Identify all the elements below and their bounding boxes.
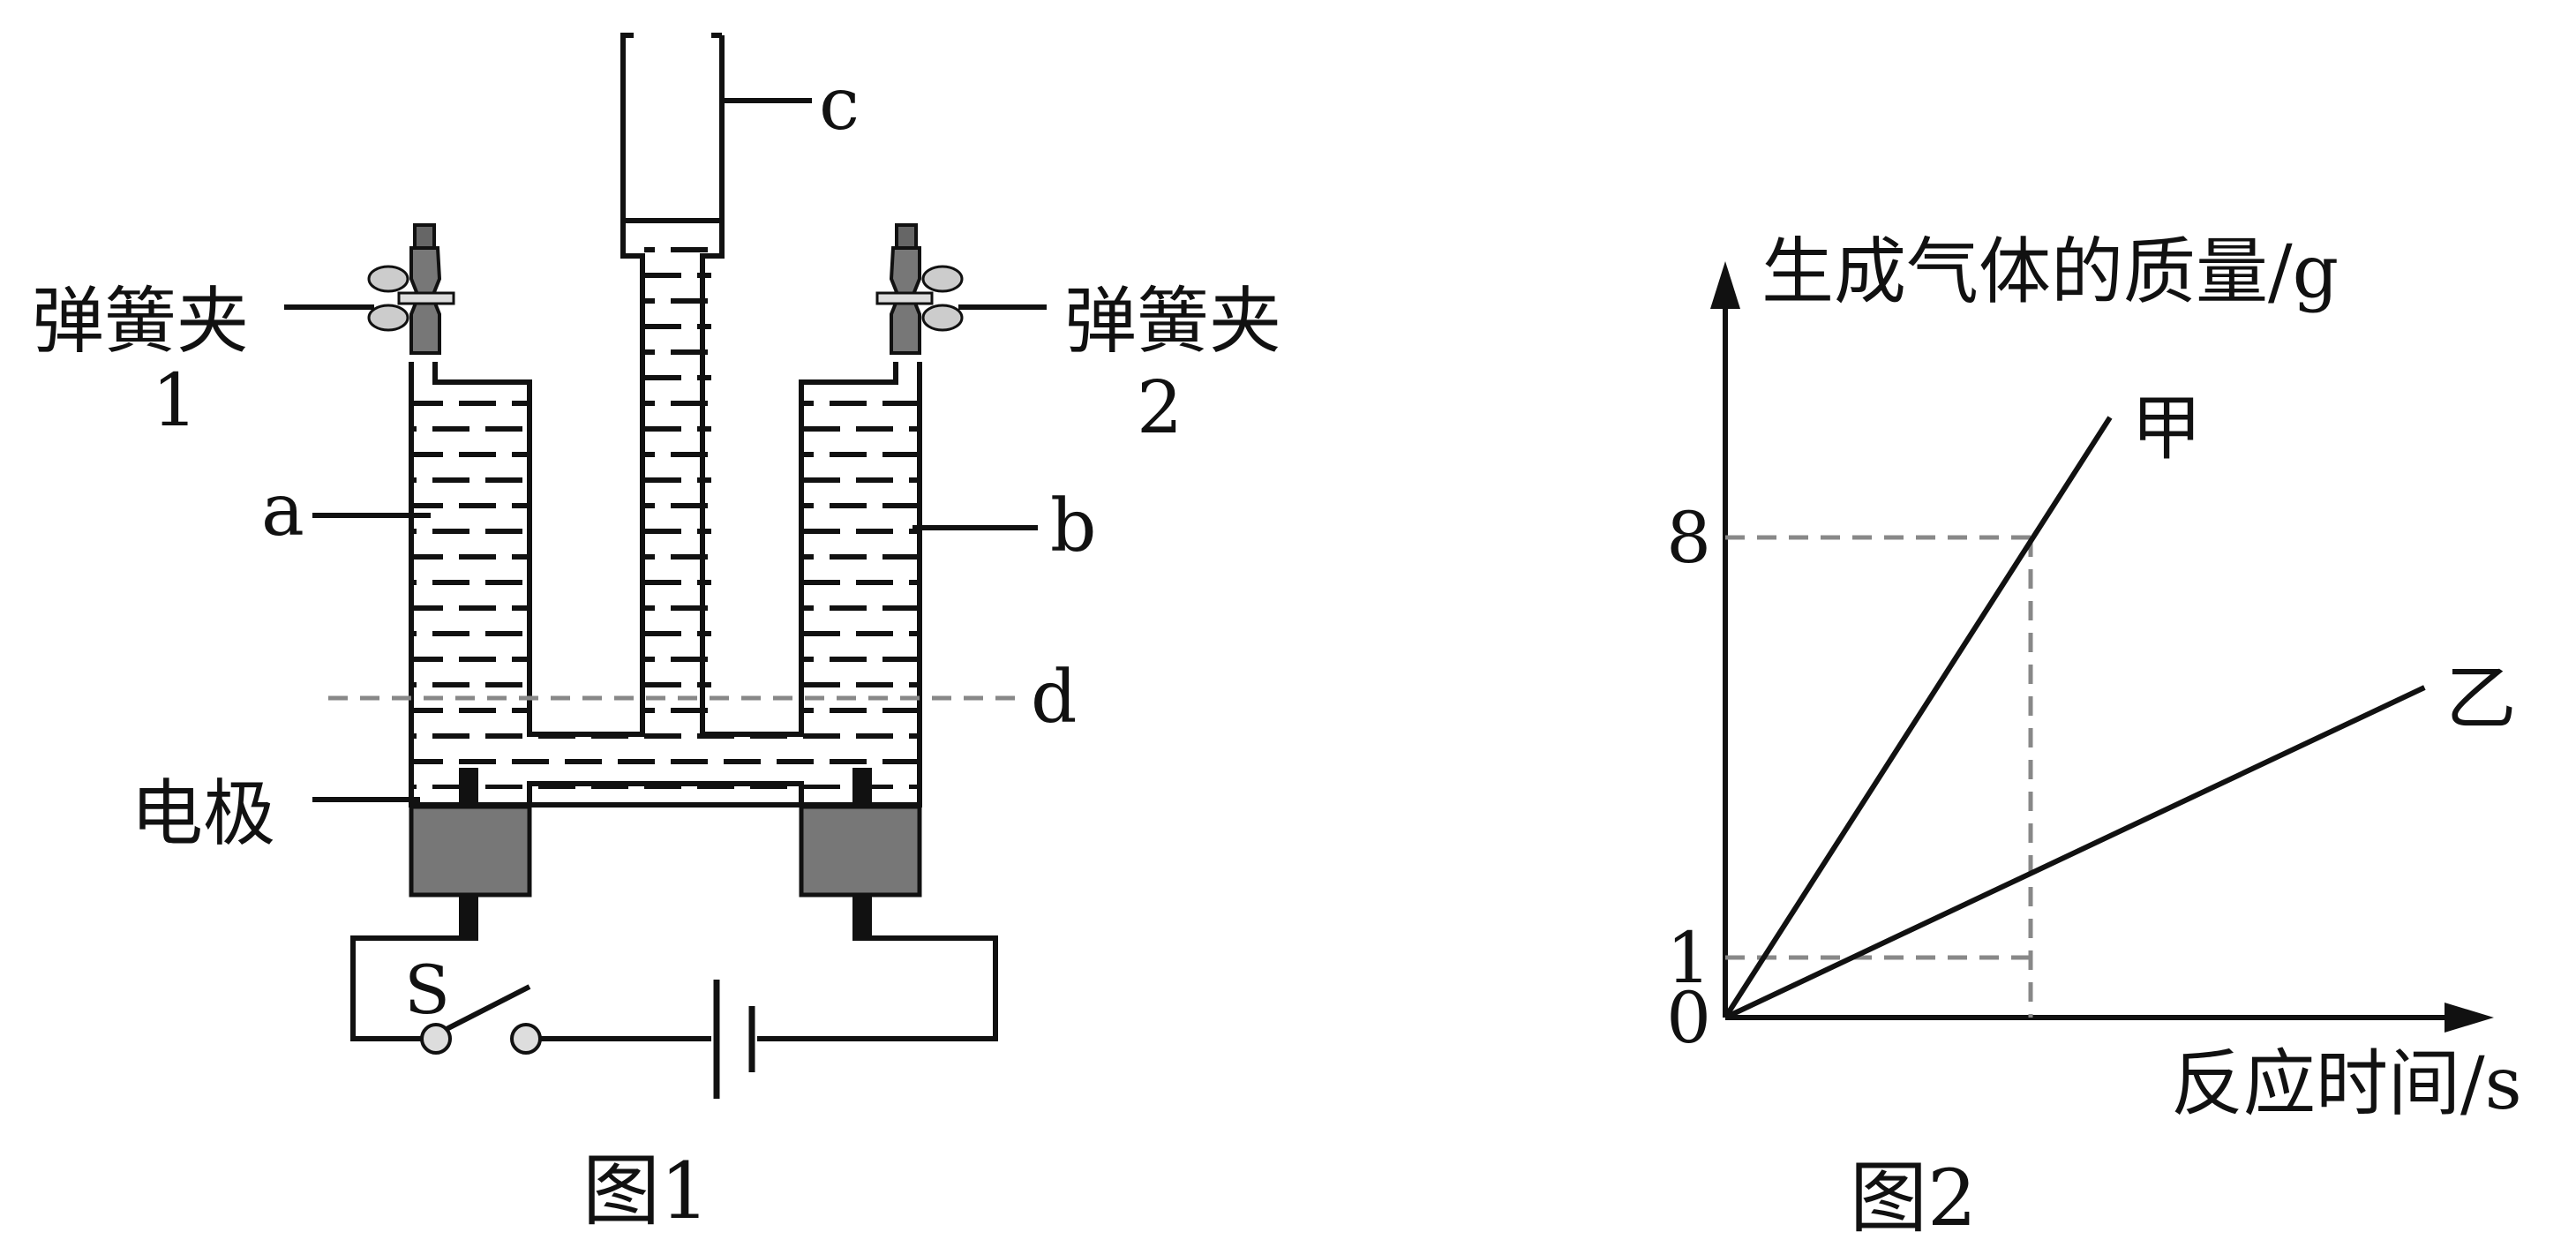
series-line-1 [1724,685,2426,1020]
figure-2-caption: 图2 [1850,1153,1977,1243]
switch-s-icon [420,984,542,1055]
x-axis-label: 反应时间/s [2171,1042,2522,1126]
h-shaped-vessel [409,362,922,808]
y-tick-label-0: 0 [1666,977,1711,1059]
figure-1-caption: 图1 [582,1146,710,1236]
bottom-bridge [527,781,804,805]
label-d: d [1031,656,1078,740]
series-label-0: 甲 [2131,387,2202,470]
electrode-label: 电极 [131,772,275,856]
switch-label: S [404,950,450,1029]
series-lines [1723,416,2426,1020]
leader-lines [284,98,1047,802]
spring-clamp-1-icon [367,223,455,355]
y-axis-arrow-icon [1710,261,1740,309]
reservoir-c [620,33,725,221]
reference-lines [1725,535,2033,1018]
figure-1-apparatus: 弹簧夹 1 弹簧夹 2 a b c d 电极 S 图1 [32,33,1281,1236]
electrode-right [799,768,922,941]
clamp-1-label: 弹簧夹 [32,280,249,364]
x-axis-arrow-icon [2445,1003,2494,1033]
y-tick-labels: 01 8 [1666,497,1711,1059]
label-a: a [261,469,304,552]
y-axis-label: 生成气体的质量/g [1761,230,2339,314]
electrode-left [409,768,532,941]
circuit-wire [350,935,998,1041]
clamp-1-number: 1 [152,359,198,443]
series-labels: 甲乙 [2131,387,2516,740]
liquid [411,243,920,789]
clamp-2-number: 2 [1137,366,1183,450]
spring-clamp-2-icon [875,223,964,355]
label-c: c [819,63,860,146]
label-b: b [1050,485,1097,568]
y-tick-label-1: 1 [1666,917,1711,999]
y-tick-label-2: 8 [1666,497,1711,579]
tube-a-inner-wall [432,218,898,737]
clamp-2-label: 弹簧夹 [1064,280,1281,364]
series-label-1: 乙 [2445,657,2516,740]
battery-icon [713,980,755,1099]
figure-2-chart: 018 甲乙 生成气体的质量/g 反应时间/s 图2 [1666,230,2522,1243]
series-line-0 [1723,416,2113,1019]
